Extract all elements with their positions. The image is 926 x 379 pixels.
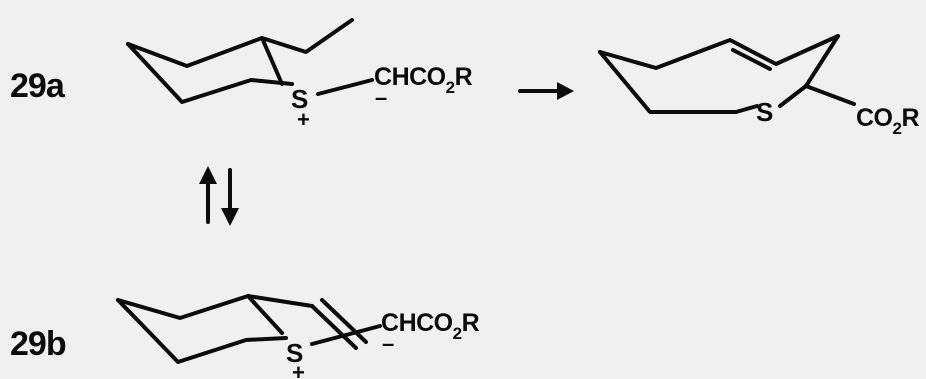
product-double-bond-line: [731, 48, 772, 71]
product-sulfur-atom: S: [756, 97, 773, 127]
product-ring-lower-bonds: [598, 50, 759, 114]
compound-label-29b: 29b: [10, 325, 66, 363]
s-carbon-bond-29b: [310, 324, 382, 346]
equilibrium-arrows: [199, 166, 239, 226]
ylide-carbon-29b: C: [381, 309, 399, 337]
product-ester-bond: [804, 84, 856, 106]
s-carbon-bond-29a: [316, 78, 374, 96]
sulfur-atom-29a: S: [291, 84, 308, 114]
ylide-subscript-29a: 2: [446, 78, 455, 97]
ring-bonds-29a-upper: [126, 36, 284, 86]
compound-29a: 29a S + CHCO2R –: [10, 18, 473, 132]
ylide-r-29a: R: [455, 63, 473, 91]
ylide-hco-29a: HCO: [392, 63, 446, 91]
carbanion-mark-29b: –: [382, 331, 394, 356]
equilibrium-up-head: [199, 166, 217, 184]
compound-label-29a: 29a: [10, 67, 66, 105]
ylide-carbon-29a: C: [374, 63, 392, 91]
ring-bonds-29b-upper: [116, 298, 288, 364]
product-thiacycle: S CO2R: [598, 34, 920, 138]
ylide-group-29a: CHCO2R: [374, 63, 473, 97]
sulfur-atom-29b: S: [286, 338, 303, 368]
vinyl-bond-29a: [260, 18, 354, 54]
ylide-group-29b: CHCO2R: [381, 309, 480, 343]
product-ester-r: R: [901, 104, 919, 132]
ring-bond-29b-vinyl: [246, 294, 314, 308]
ylide-subscript-29b: 2: [453, 324, 462, 343]
ring-bonds-29a-lower: [126, 42, 294, 104]
carbanion-mark-29a: –: [375, 85, 387, 110]
product-ester-subscript: 2: [893, 119, 902, 138]
product-ring-upper-bonds: [598, 34, 840, 70]
ylide-r-29b: R: [462, 309, 480, 337]
product-ester-co: CO: [856, 104, 893, 132]
compound-29b: 29b S + CHCO2R –: [10, 294, 480, 379]
ylide-hco-29b: HCO: [399, 309, 453, 337]
reaction-arrow: [518, 82, 574, 100]
ring-bonds-29b-lower: [116, 294, 284, 335]
equilibrium-down-head: [221, 208, 239, 226]
vinyl-bond-29b-a: [310, 304, 358, 350]
sulfonium-charge-29a: +: [297, 107, 310, 132]
product-ester-group: CO2R: [856, 104, 919, 138]
reaction-arrow-head: [557, 82, 574, 100]
vinyl-bond-29b-b: [320, 298, 368, 344]
sulfonium-charge-29b: +: [292, 360, 305, 379]
